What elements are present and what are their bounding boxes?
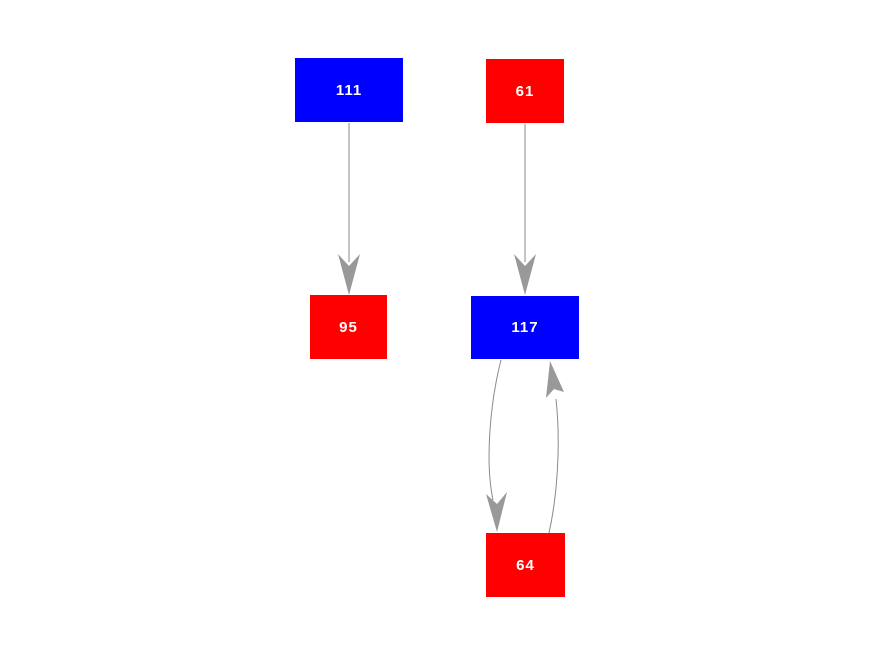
edge-64-117 [548, 398, 559, 534]
graph-node-95[interactable]: 95 [310, 295, 387, 359]
node-label-64: 64 [516, 556, 535, 574]
edge-117-64 [488, 359, 502, 501]
arrowhead-111-95 [338, 254, 360, 295]
graph-node-117[interactable]: 117 [471, 296, 579, 359]
graph-node-64[interactable]: 64 [486, 533, 565, 597]
node-label-95: 95 [339, 318, 358, 336]
arrowhead-64-117 [546, 361, 564, 398]
node-label-111: 111 [335, 81, 363, 99]
node-label-117: 117 [511, 319, 539, 336]
graph-node-61[interactable]: 61 [486, 59, 564, 123]
node-label-61: 61 [515, 82, 535, 100]
graph-node-111[interactable]: 111 [295, 58, 403, 122]
arrowhead-61-117 [514, 254, 536, 295]
arrowhead-117-64 [486, 492, 507, 532]
